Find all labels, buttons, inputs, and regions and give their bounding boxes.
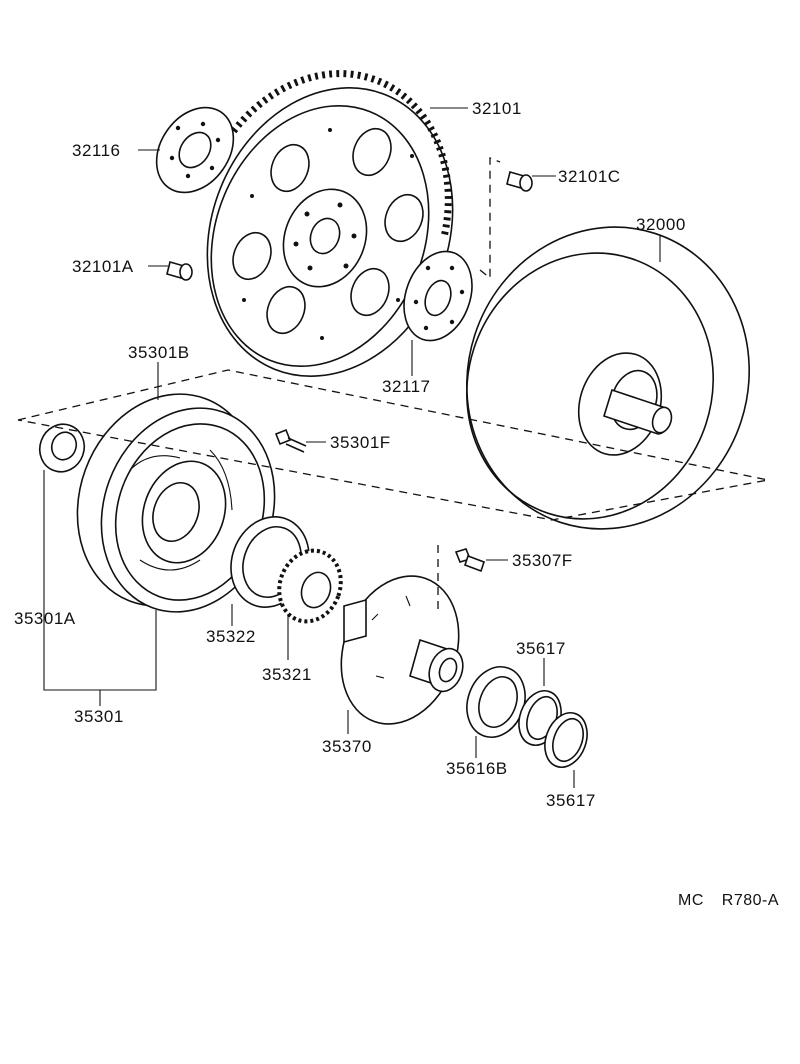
bolt-35301F [274, 428, 307, 453]
bolt-32101C [506, 171, 533, 192]
seal-ring-35617-lower [544, 712, 588, 768]
label-35307F: 35307F [512, 551, 573, 570]
diagram-code-number: R780-A [721, 892, 780, 909]
plate-32117 [403, 250, 473, 342]
label-35617-lower: 35617 [546, 791, 596, 810]
label-35370: 35370 [322, 737, 372, 756]
drive-gear-35321 [277, 548, 343, 624]
label-35321: 35321 [262, 665, 312, 684]
stator-shaft-35370 [340, 575, 464, 725]
label-35301B: 35301B [128, 343, 190, 362]
label-35301A: 35301A [14, 609, 76, 628]
torque-converter-32000 [466, 226, 750, 530]
leader-lines [43, 107, 661, 788]
label-35301: 35301 [74, 707, 124, 726]
label-32116: 32116 [72, 141, 121, 160]
seal-35301A [38, 423, 86, 473]
part-labels: 32101 32116 32101C 32000 32101A 35301B 3… [14, 99, 686, 810]
diagram-code-prefix: MC [678, 892, 704, 909]
diagram-code: MC R780-A [678, 892, 779, 910]
label-32101A: 32101A [72, 257, 134, 276]
label-35322: 35322 [206, 627, 256, 646]
label-35616B: 35616B [446, 759, 508, 778]
drive-plate-32101 [153, 35, 454, 377]
label-32000: 32000 [636, 215, 686, 234]
label-32101: 32101 [472, 99, 522, 118]
label-32101C: 32101C [558, 167, 621, 186]
plate-32116 [155, 106, 235, 194]
label-35301F: 35301F [330, 433, 391, 452]
label-35617-upper: 35617 [516, 639, 566, 658]
label-32117: 32117 [382, 377, 431, 396]
bolt-35307F [454, 548, 486, 573]
bolt-32101A [166, 261, 193, 281]
